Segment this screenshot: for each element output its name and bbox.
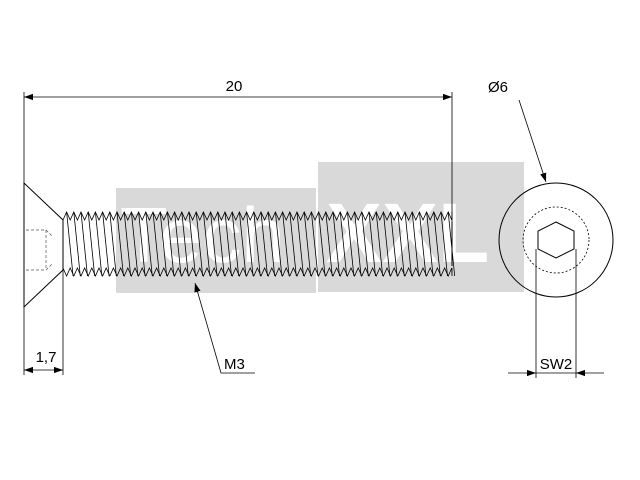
thread-crest-line [397, 211, 405, 277]
thread-crest-line [267, 211, 276, 277]
thread-crest-line [260, 211, 268, 277]
thread-crest-line [131, 211, 139, 277]
inner-circle [522, 206, 590, 274]
head-circle [498, 182, 614, 298]
thread-crest-line [282, 211, 290, 277]
thread-crest-line [383, 211, 391, 277]
thread-crest-line [311, 211, 319, 277]
thread-crest-line [152, 211, 160, 277]
thread-crest-line [203, 211, 211, 277]
thread-crest-line [231, 211, 240, 277]
thread-crest-line [116, 211, 124, 277]
thread-crest-line [109, 211, 117, 277]
thread-crest-line [239, 211, 247, 277]
thread-crest-line [332, 211, 340, 277]
thread-crest-line [433, 211, 441, 277]
thread-crest-line [224, 211, 232, 277]
thread-crest-line [80, 211, 88, 277]
head-height-label: 1,7 [36, 349, 57, 366]
thread-crest-line [390, 211, 398, 277]
hex-socket [537, 221, 575, 259]
thread-crest-line [339, 211, 348, 277]
thread-crest-line [102, 211, 110, 277]
thread-crest-line [188, 211, 196, 277]
thread-crest-line [159, 211, 168, 277]
thread-crest-line [246, 211, 254, 277]
socket-label: SW2 [540, 356, 573, 373]
thread-crest-line [167, 211, 175, 277]
thread-crest-line [375, 211, 384, 277]
diameter-leader [518, 99, 547, 183]
screw-end-view [498, 182, 614, 298]
thread-crest-line [404, 211, 412, 277]
thread-crest-line [361, 211, 369, 277]
thread-crest-line [217, 211, 225, 277]
thread-crest-line [66, 211, 74, 277]
thread-crest-line [447, 211, 456, 277]
thread-crest-line [123, 211, 132, 277]
watermark-word: Tech [120, 191, 285, 279]
thread-crest-line [368, 211, 376, 277]
thread-crest-line [296, 211, 304, 277]
thread-crest-line [325, 211, 333, 277]
thread-leader [194, 282, 255, 374]
thread-crest-line [73, 211, 81, 277]
thread-crest-line [354, 211, 362, 277]
length-label: 20 [226, 78, 243, 95]
thread-crest-line [289, 211, 297, 277]
thread-crest-line [253, 211, 261, 277]
diameter-label: Ø6 [488, 79, 508, 96]
thread-body [62, 211, 456, 277]
thread-crest-line [145, 211, 153, 277]
thread-crest-line [87, 211, 96, 277]
thread-crest-line [210, 211, 218, 277]
socket-hidden-lines [26, 229, 53, 271]
screw-head-outline [23, 181, 64, 309]
thread-crest-line [411, 211, 420, 277]
thread-crest-line [419, 211, 427, 277]
watermark-brand: XXL [326, 186, 489, 280]
thread-crest-line [318, 211, 326, 277]
thread-crest-line [440, 211, 448, 277]
thread-crest-line [275, 211, 283, 277]
thread-crest-line [195, 211, 204, 277]
thread-crest-line [426, 211, 434, 277]
thread-crest-line [303, 211, 312, 277]
thread-crest-line [95, 211, 103, 277]
thread-crest-line [181, 211, 189, 277]
thread-crest-line [138, 211, 146, 277]
thread-label: M3 [224, 356, 245, 373]
thread-crest-line [174, 211, 182, 277]
thread-crest-line [347, 211, 355, 277]
